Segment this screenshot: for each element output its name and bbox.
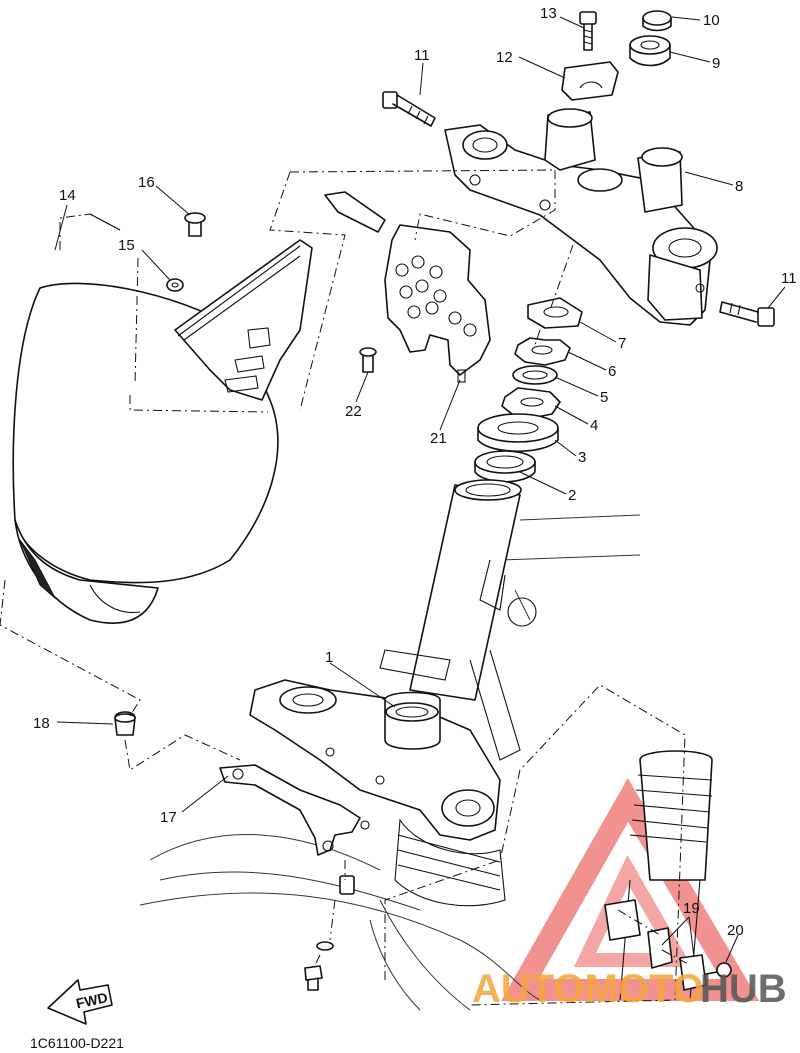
- watermark-text: AUTOMOTO HUB: [472, 967, 787, 1011]
- callout-21: 21: [430, 430, 447, 447]
- part-1-steering-stem: [249, 479, 537, 907]
- part-2-bearing: [474, 450, 536, 483]
- part-11-bolt-upper: [382, 91, 436, 127]
- part-20-screw: [705, 962, 732, 978]
- callout-20: 20: [727, 922, 744, 939]
- callout-12: 12: [496, 49, 513, 66]
- callout-6: 6: [608, 363, 616, 380]
- callout-10: 10: [703, 12, 720, 29]
- part-9-nut: [629, 35, 671, 67]
- part-11-bolt-right: [719, 301, 775, 327]
- fwd-arrow-icon: FWD: [47, 979, 113, 1025]
- part-8-upper-bracket: [444, 108, 718, 326]
- fwd-label: FWD: [75, 989, 110, 1011]
- diagram-code: 1C61100-D221: [30, 1035, 124, 1051]
- part-6-ring-nut: [514, 337, 571, 366]
- frame-context-lines: [139, 514, 641, 1011]
- part-5-washer: [512, 365, 558, 385]
- watermark-triangle-outer: [501, 778, 760, 1001]
- part-10-cap: [642, 10, 672, 32]
- part-16-screw: [184, 212, 206, 237]
- leader-lines: [54, 16, 786, 963]
- callout-16: 16: [138, 174, 155, 191]
- part-15-collar: [166, 278, 184, 292]
- callout-5: 5: [600, 389, 608, 406]
- fork-tube-right: [604, 750, 713, 1001]
- callout-11-upper: 11: [414, 47, 430, 64]
- part-18-damper: [114, 711, 136, 736]
- part-22-screw: [359, 347, 377, 373]
- callout-3: 3: [578, 449, 586, 466]
- callout-1: 1: [325, 649, 333, 666]
- part-7-lock-washer: [527, 297, 583, 329]
- part-4-ring-nut: [501, 387, 561, 419]
- assembly-lines: [0, 169, 691, 1006]
- callout-8: 8: [735, 178, 743, 195]
- callout-labels: 1 2 3 4 5 6 7 8 9 10 11 11 12 13 14 15 1…: [33, 5, 797, 939]
- callout-22: 22: [345, 403, 362, 420]
- callout-7: 7: [618, 335, 626, 352]
- callout-15: 15: [118, 237, 135, 254]
- part-17-cable-guide: [219, 764, 370, 856]
- callout-17: 17: [160, 809, 177, 826]
- callout-18: 18: [33, 715, 50, 732]
- part-12-holder-cap: [561, 61, 619, 101]
- part-13-bolt: [579, 11, 597, 51]
- callout-19: 19: [683, 900, 700, 917]
- part-14-headlight-cover: [12, 239, 313, 624]
- callout-2: 2: [568, 487, 576, 504]
- callout-9: 9: [712, 55, 720, 72]
- callout-14: 14: [59, 187, 76, 204]
- lower-hardware: [304, 875, 355, 991]
- callout-4: 4: [590, 417, 598, 434]
- callout-11-right: 11: [781, 270, 797, 287]
- part-3-seal: [477, 413, 559, 453]
- part-19-clamps: [647, 927, 707, 991]
- callout-13: 13: [540, 5, 557, 22]
- part-21-headlight-stay: [324, 191, 491, 383]
- watermark-text-b: HUB: [700, 967, 787, 1011]
- watermark-text-a: AUTOMOTO: [472, 967, 704, 1011]
